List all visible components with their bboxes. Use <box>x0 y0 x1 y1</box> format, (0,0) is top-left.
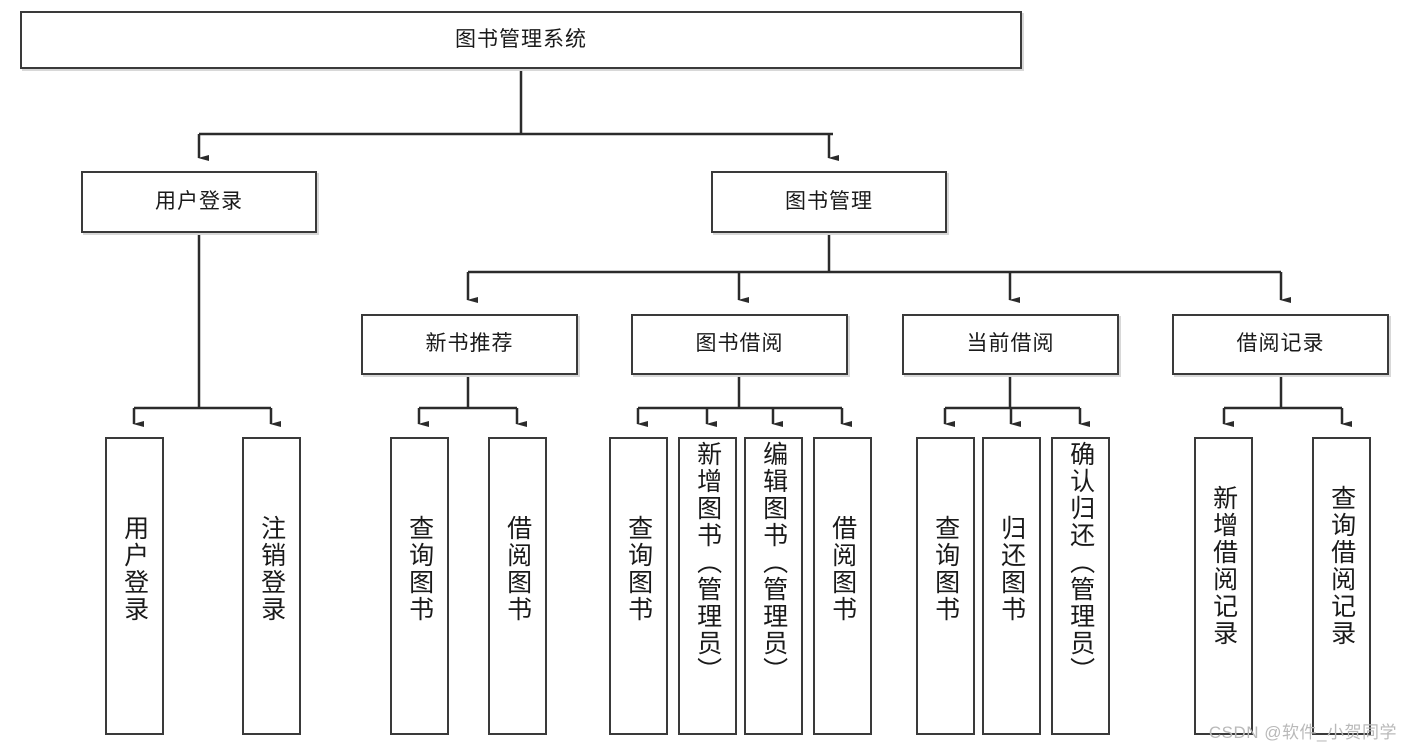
node-borrow-record[interactable]: 借阅记录 <box>1172 314 1389 375</box>
leaf-borrow-book-recommend[interactable]: 借阅图书 <box>488 437 547 735</box>
leaf-logout-label: 注销登录 <box>257 515 286 623</box>
leaf-logout[interactable]: 注销登录 <box>242 437 301 735</box>
leaf-borrow-book-recommend-label: 借阅图书 <box>503 515 532 623</box>
leaf-query-borrow-record-label: 查询借阅记录 <box>1327 485 1356 647</box>
leaf-add-book-admin[interactable]: 新增图书（管理员） <box>678 437 737 735</box>
node-borrow-record-label: 借阅记录 <box>1236 332 1325 356</box>
leaf-query-book-recommend-label: 查询图书 <box>405 515 434 623</box>
node-book-borrow-label: 图书借阅 <box>695 332 784 356</box>
leaf-confirm-return-admin-label: 确认归还（管理员） <box>1066 441 1095 684</box>
node-current-borrow[interactable]: 当前借阅 <box>902 314 1119 375</box>
leaf-edit-book-admin[interactable]: 编辑图书（管理员） <box>744 437 803 735</box>
leaf-query-book-current-label: 查询图书 <box>931 515 960 623</box>
leaf-edit-book-admin-label: 编辑图书（管理员） <box>759 441 788 684</box>
node-current-borrow-label: 当前借阅 <box>966 332 1055 356</box>
leaf-borrow-book[interactable]: 借阅图书 <box>813 437 872 735</box>
node-new-book-recommend-label: 新书推荐 <box>425 332 514 356</box>
leaf-add-borrow-record[interactable]: 新增借阅记录 <box>1194 437 1253 735</box>
leaf-user-login-label: 用户登录 <box>120 515 149 623</box>
leaf-query-book-borrow-label: 查询图书 <box>624 515 653 623</box>
leaf-return-book[interactable]: 归还图书 <box>982 437 1041 735</box>
leaf-query-book-current[interactable]: 查询图书 <box>916 437 975 735</box>
leaf-user-login[interactable]: 用户登录 <box>105 437 164 735</box>
node-user-login-label: 用户登录 <box>155 189 243 213</box>
node-user-login[interactable]: 用户登录 <box>81 171 317 233</box>
watermark-text: CSDN @软件_小贺同学 <box>1208 723 1397 742</box>
leaf-query-book-recommend[interactable]: 查询图书 <box>390 437 449 735</box>
node-book-management[interactable]: 图书管理 <box>711 171 947 233</box>
leaf-add-borrow-record-label: 新增借阅记录 <box>1209 485 1238 647</box>
node-book-management-label: 图书管理 <box>785 189 873 213</box>
node-root[interactable]: 图书管理系统 <box>20 11 1022 69</box>
leaf-confirm-return-admin[interactable]: 确认归还（管理员） <box>1051 437 1110 735</box>
node-root-label: 图书管理系统 <box>455 27 587 51</box>
leaf-return-book-label: 归还图书 <box>997 515 1026 623</box>
leaf-query-borrow-record[interactable]: 查询借阅记录 <box>1312 437 1371 735</box>
leaf-borrow-book-label: 借阅图书 <box>828 515 857 623</box>
node-book-borrow[interactable]: 图书借阅 <box>631 314 848 375</box>
node-new-book-recommend[interactable]: 新书推荐 <box>361 314 578 375</box>
leaf-query-book-borrow[interactable]: 查询图书 <box>609 437 668 735</box>
leaf-add-book-admin-label: 新增图书（管理员） <box>693 441 722 684</box>
